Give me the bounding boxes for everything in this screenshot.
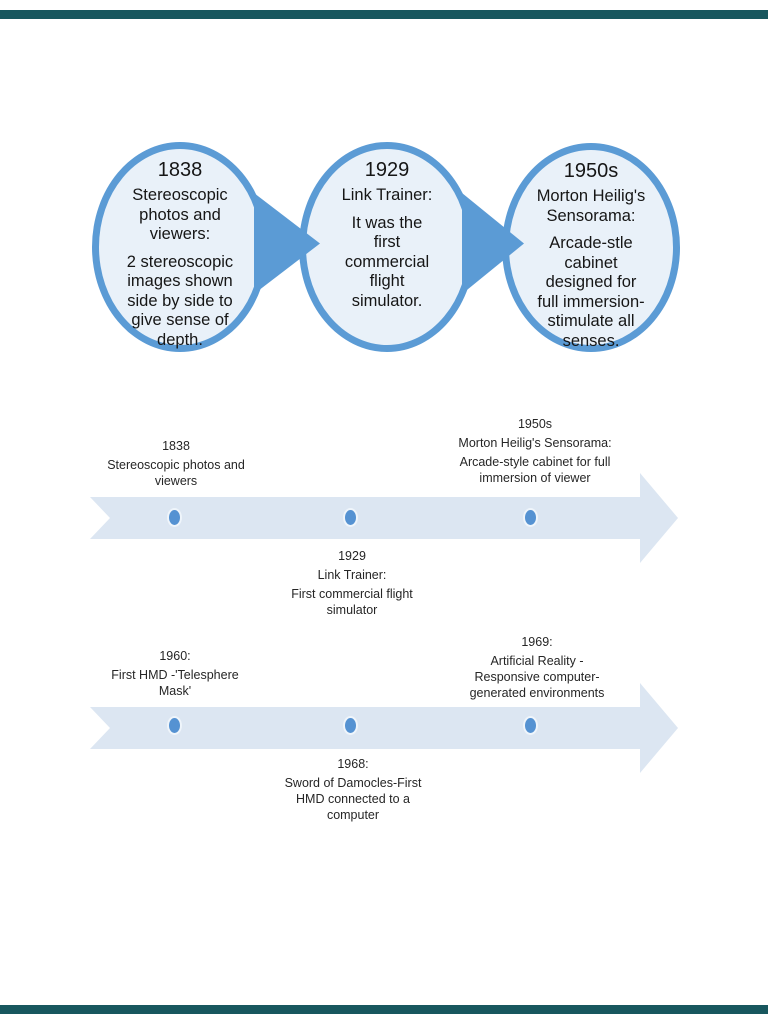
- event-year: 1968:: [337, 757, 369, 771]
- page-gap-bottom: [0, 1005, 768, 1014]
- bubble-year: 1838: [157, 159, 203, 181]
- bubble-title: Link Trainer:: [341, 186, 433, 204]
- timeline-arrow: [90, 683, 678, 773]
- timeline1-event-1838: 1838 Stereoscopic photos and viewers: [81, 438, 271, 489]
- timeline-dot-icon: [167, 716, 182, 735]
- event-year: 1960:: [159, 649, 191, 663]
- page-gap-top: [0, 10, 768, 19]
- bubble-body: Arcade-stle cabinet designed for full im…: [537, 234, 645, 350]
- timeline-dot-icon: [523, 716, 538, 735]
- event-year: 1969:: [521, 635, 553, 649]
- bubble-1838: 1838 Stereoscopic photos and viewers: 2 …: [92, 142, 268, 352]
- event-text: Sword of Damocles-First HMD connected to…: [284, 776, 422, 822]
- timeline1-event-1929: 1929 Link Trainer: First commercial flig…: [262, 548, 442, 618]
- bubble-1950s: 1950s Morton Heilig's Sensorama: Arcade-…: [502, 143, 680, 352]
- event-year: 1838: [162, 439, 190, 453]
- event-text: Artificial Reality - Responsive computer…: [469, 654, 605, 700]
- bubble-year: 1929: [364, 159, 410, 181]
- timeline-dot-icon: [523, 508, 538, 527]
- timeline2-event-1969: 1969: Artificial Reality - Responsive co…: [437, 634, 637, 701]
- event-text: Arcade-style cabinet for full immersion …: [459, 455, 611, 485]
- bubble-1929: 1929 Link Trainer: It was the first comm…: [299, 142, 475, 352]
- timeline1-event-1950s: 1950s Morton Heilig's Sensorama: Arcade-…: [430, 416, 640, 486]
- bubble-title: Morton Heilig's Sensorama:: [536, 187, 646, 225]
- bubble-title: Stereoscopic photos and viewers:: [132, 186, 228, 243]
- timeline-arrow: [90, 473, 678, 563]
- event-text: First HMD -'Telesphere Mask': [111, 668, 239, 698]
- event-year: 1929: [338, 549, 366, 563]
- bubble-year: 1950s: [563, 160, 619, 182]
- event-subtitle: Morton Heilig's Sensorama:: [458, 436, 612, 450]
- timeline2-event-1960: 1960: First HMD -'Telesphere Mask': [80, 648, 270, 699]
- timeline-dot-icon: [343, 508, 358, 527]
- bubble-body: 2 stereoscopic images shown side by side…: [126, 252, 234, 349]
- event-text: First commercial flight simulator: [291, 587, 413, 617]
- event-subtitle: Link Trainer:: [317, 568, 387, 582]
- timeline2-event-1968: 1968: Sword of Damocles-First HMD connec…: [258, 756, 448, 823]
- bubble-body: It was the first commercial flight simul…: [344, 213, 430, 310]
- event-year: 1950s: [517, 417, 553, 431]
- timeline-dot-icon: [343, 716, 358, 735]
- event-text: Stereoscopic photos and viewers: [107, 458, 245, 488]
- timeline-dot-icon: [167, 508, 182, 527]
